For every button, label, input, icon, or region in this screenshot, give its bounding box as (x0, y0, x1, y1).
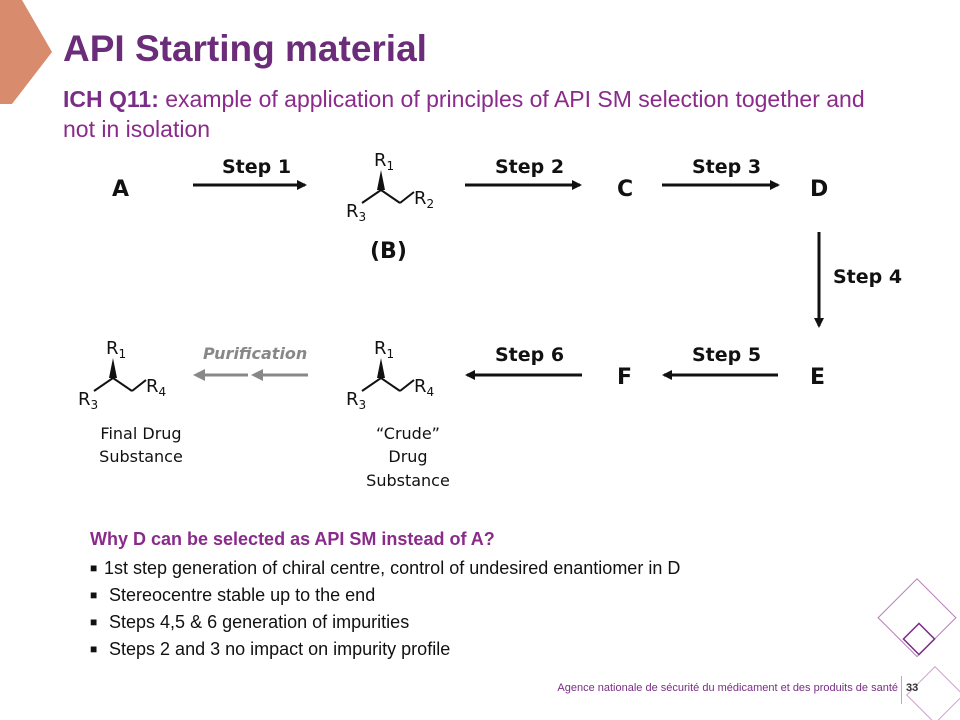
footer-agency: Agence nationale de sécurité du médicame… (557, 682, 898, 694)
label-step-4: Step 4 (833, 266, 902, 288)
bullet-icon: ■ (90, 642, 98, 656)
reasons-section: Why D can be selected as API SM instead … (90, 527, 890, 663)
svg-text:R4: R4 (414, 376, 434, 399)
footer-divider (901, 676, 902, 704)
bullet-icon: ■ (90, 615, 98, 629)
bullet-icon: ■ (90, 588, 98, 602)
corner-decoration (0, 0, 52, 104)
diamond-decoration (877, 578, 960, 720)
svg-text:R1: R1 (106, 338, 126, 361)
final-label-1: Final Drug (100, 424, 181, 443)
compound-d: D (810, 177, 828, 202)
svg-text:R3: R3 (78, 389, 98, 412)
compound-b-label: (B) (370, 239, 407, 264)
label-step-3: Step 3 (692, 156, 761, 178)
final-label-2: Substance (99, 447, 183, 466)
list-item: ■ Steps 4,5 & 6 generation of impurities (90, 609, 890, 636)
crude-label-2: Drug (388, 447, 427, 466)
structure-crude: R1 R3 R4 (346, 338, 434, 412)
crude-label-3: Substance (366, 471, 450, 490)
label-step-1: Step 1 (222, 156, 291, 178)
compound-a: A (112, 177, 129, 202)
reasons-list: ■1st step generation of chiral centre, c… (90, 555, 890, 663)
svg-text:R3: R3 (346, 389, 366, 412)
label-step-5: Step 5 (692, 344, 761, 366)
svg-text:R3: R3 (346, 201, 366, 224)
compound-e: E (810, 365, 825, 390)
compound-c: C (617, 177, 633, 202)
svg-text:R1: R1 (374, 338, 394, 361)
label-purification: Purification (203, 344, 307, 363)
structure-b: R1 R3 R2 (346, 150, 434, 224)
list-item: ■ Stereocentre stable up to the end (90, 582, 890, 609)
subtitle-text: example of application of principles of … (63, 86, 865, 142)
subtitle-lead: ICH Q11: (63, 86, 159, 112)
reaction-scheme: A C D E F Step 1 Step 2 Step 3 Step 4 St… (78, 150, 902, 490)
slide-subtitle: ICH Q11: example of application of princ… (63, 84, 883, 144)
label-step-6: Step 6 (495, 344, 564, 366)
bullet-icon: ■ (90, 561, 98, 575)
slide-title: API Starting material (63, 28, 427, 69)
reasons-question: Why D can be selected as API SM instead … (90, 529, 495, 549)
page-number: 33 (906, 682, 919, 694)
label-step-2: Step 2 (495, 156, 564, 178)
crude-label-1: “Crude” (376, 424, 440, 443)
compound-f: F (617, 365, 632, 390)
svg-text:R4: R4 (146, 376, 166, 399)
list-item: ■1st step generation of chiral centre, c… (90, 555, 890, 582)
svg-text:R2: R2 (414, 188, 434, 211)
list-item: ■ Steps 2 and 3 no impact on impurity pr… (90, 636, 890, 663)
structure-final: R1 R3 R4 (78, 338, 166, 412)
svg-text:R1: R1 (374, 150, 394, 173)
